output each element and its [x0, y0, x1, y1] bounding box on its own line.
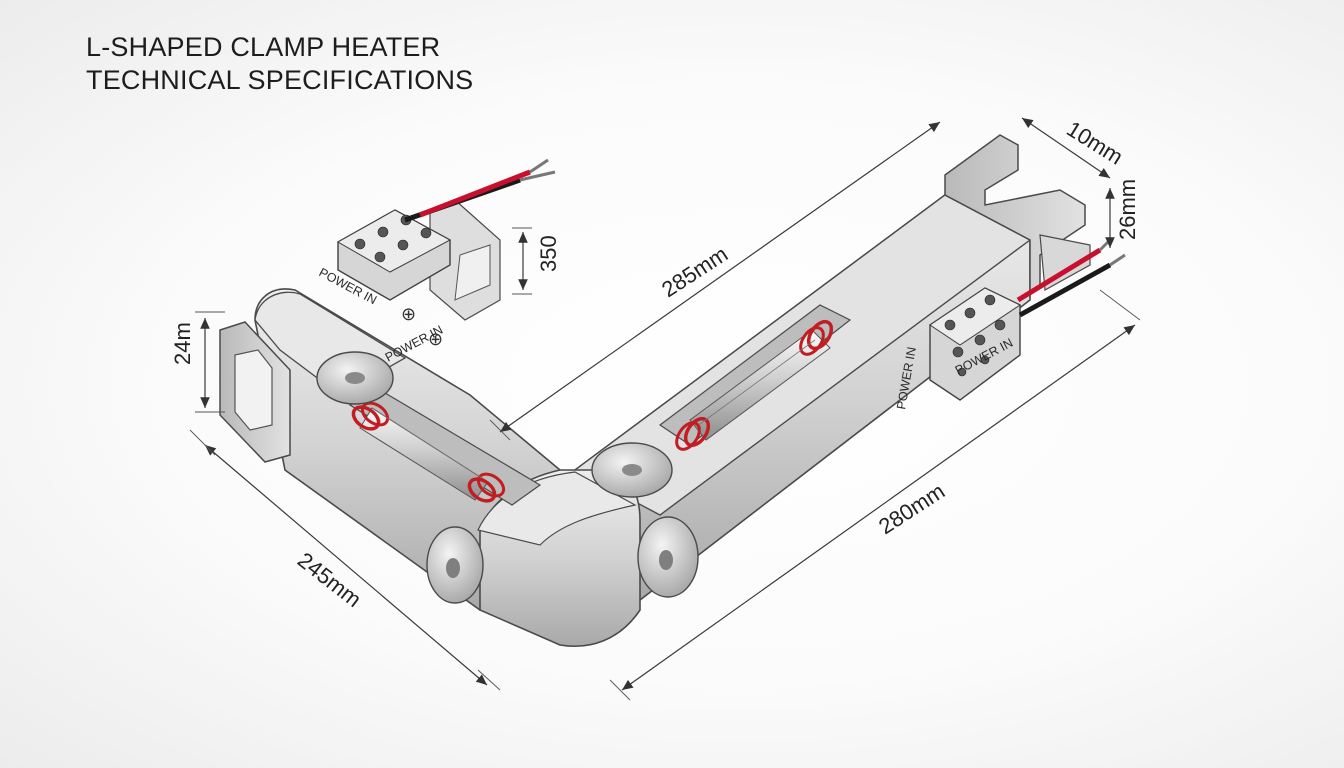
diagram-subtitle: TECHNICAL SPECIFICATIONS [86, 65, 474, 95]
left-bracket-slot [234, 349, 273, 431]
dim-280mm: 280mm [874, 478, 949, 539]
disc-center [591, 442, 673, 498]
wire-red [1016, 247, 1102, 303]
dim-285mm: 285mm [657, 241, 732, 302]
title-block: L-SHAPED CLAMP HEATER TECHNICAL SPECIFIC… [86, 31, 473, 97]
tube-ring [360, 401, 390, 427]
plus-symbol: ⊕ [401, 304, 416, 325]
dimension-lines [189, 117, 1141, 701]
disc-left-top [316, 351, 394, 405]
dim-245mm: 245mm [293, 547, 366, 612]
right-end-bracket [944, 134, 1086, 297]
dim-350: 350 [536, 235, 561, 272]
dim-26mm: 26mm [1115, 179, 1140, 240]
wire-red [419, 169, 531, 218]
wire-black [1018, 262, 1112, 318]
minus-symbol: ⊕ [428, 329, 443, 350]
dim-10mm: 10mm [1062, 116, 1127, 170]
disc-front-left [426, 526, 484, 604]
disc-front-right [637, 516, 699, 598]
diagram-title: L-SHAPED CLAMP HEATER [86, 32, 441, 62]
dim-24m: 24m [170, 322, 195, 365]
